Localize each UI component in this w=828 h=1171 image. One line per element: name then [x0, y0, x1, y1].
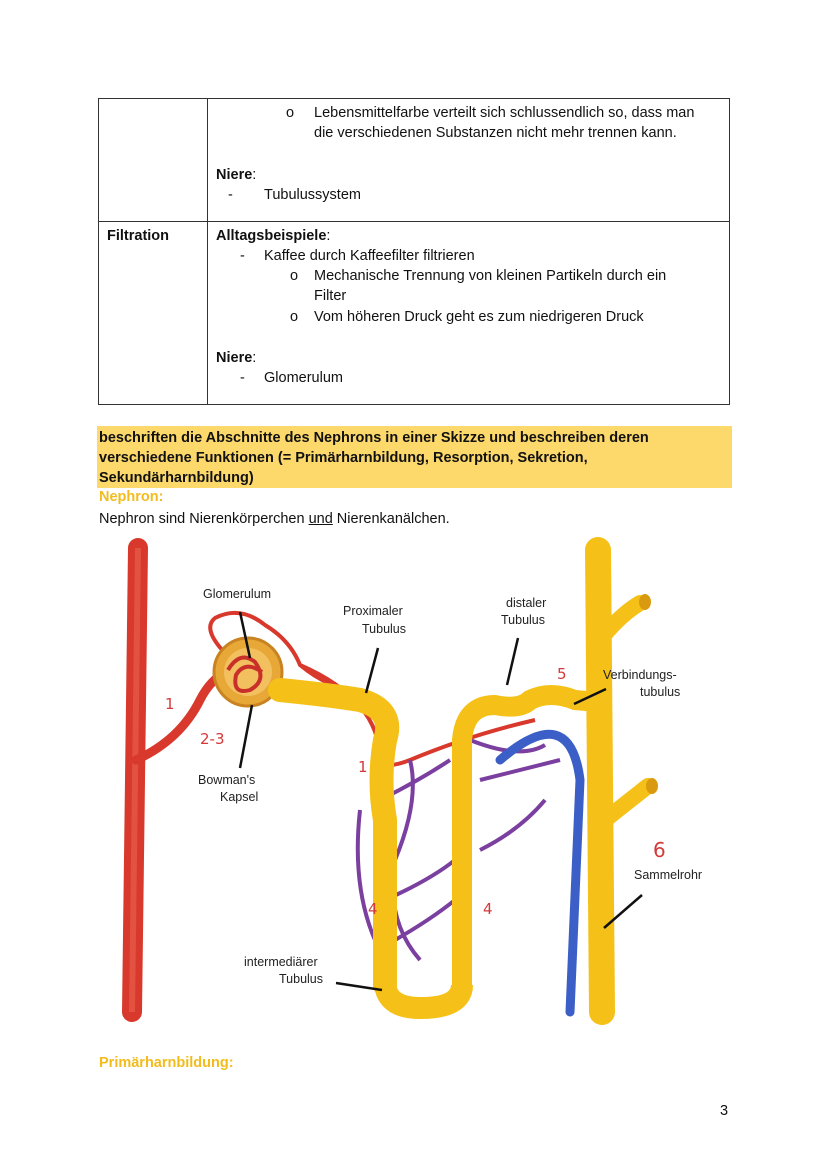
label-intermediar-1: intermediärer — [244, 955, 318, 969]
label-distal-2: Tubulus — [501, 613, 546, 627]
label-verbindung-1: Verbindungs- — [603, 668, 677, 682]
handwritten-number: 1 — [165, 695, 175, 713]
section-heading: Primärharnbildung: — [99, 1055, 234, 1071]
label-proximal-2: Tubulus — [362, 622, 407, 636]
bullet-text: Vom höheren Druck geht es zum niedrigere… — [314, 309, 644, 325]
handwritten-number: 4 — [368, 900, 378, 918]
table-cell-label: Filtration — [98, 221, 208, 405]
handwritten-number: 6 — [653, 838, 666, 862]
bullet-text: die verschiedenen Substanzen nicht mehr … — [314, 125, 677, 141]
handwritten-number: 4 — [483, 900, 493, 918]
table-row: Filtration Alltagsbeispiele: - Kaffee du… — [98, 221, 730, 405]
handwritten-number: 1 — [358, 758, 368, 776]
bullet-text: Filter — [314, 288, 347, 304]
objective-line: beschriften die Abschnitte des Nephrons … — [99, 430, 649, 446]
label-proximal-1: Proximaler — [343, 604, 403, 618]
bullet-text: Lebensmittelfarbe verteilt sich schlusse… — [314, 105, 695, 121]
label-glomerulum: Glomerulum — [203, 587, 272, 601]
dash-bullet: - — [228, 187, 233, 203]
label-sammelrohr: Sammelrohr — [634, 868, 703, 882]
handwritten-number: 5 — [557, 665, 567, 683]
label-bowman-1: Bowman's — [198, 773, 256, 787]
objective-line: verschiedene Funktionen (= Primärharnbil… — [99, 450, 588, 466]
table-cell-content: Alltagsbeispiele: - Kaffee durch Kaffeef… — [207, 221, 730, 405]
handwritten-number: 2-3 — [200, 730, 225, 748]
nephron-definition: Nephron sind Nierenkörperchen und Nieren… — [99, 511, 450, 527]
label-intermediar-2: Tubulus — [279, 972, 324, 986]
nephron-heading: Nephron: — [99, 489, 164, 505]
objective-line: Sekundärharnbildung) — [99, 470, 254, 486]
table-cell-label — [98, 98, 208, 222]
objective-highlight — [97, 426, 732, 488]
objective-text: beschriften die Abschnitte des Nephrons … — [99, 428, 649, 488]
comparison-table: o Lebensmittelfarbe verteilt sich schlus… — [98, 98, 730, 405]
alltag-heading: Alltagsbeispiele: — [216, 228, 331, 244]
label-bowman-2: Kapsel — [220, 790, 259, 804]
page-number: 3 — [720, 1103, 729, 1119]
bullet-circle: o — [290, 309, 299, 325]
dash-bullet: - — [240, 248, 245, 264]
dash-bullet: - — [240, 370, 245, 386]
bullet-text: Mechanische Trennung von kleinen Partike… — [314, 268, 667, 284]
list-item: Glomerulum — [264, 370, 343, 386]
list-item: Tubulussystem — [264, 187, 361, 203]
bullet-circle: o — [286, 105, 295, 121]
bullet-circle: o — [290, 268, 299, 284]
label-distal-1: distaler — [506, 596, 547, 610]
niere-label: Niere: — [216, 350, 257, 366]
list-item: Kaffee durch Kaffeefilter filtrieren — [264, 248, 475, 264]
niere-label: Niere: — [216, 167, 257, 183]
label-verbindung-2: tubulus — [640, 685, 681, 699]
